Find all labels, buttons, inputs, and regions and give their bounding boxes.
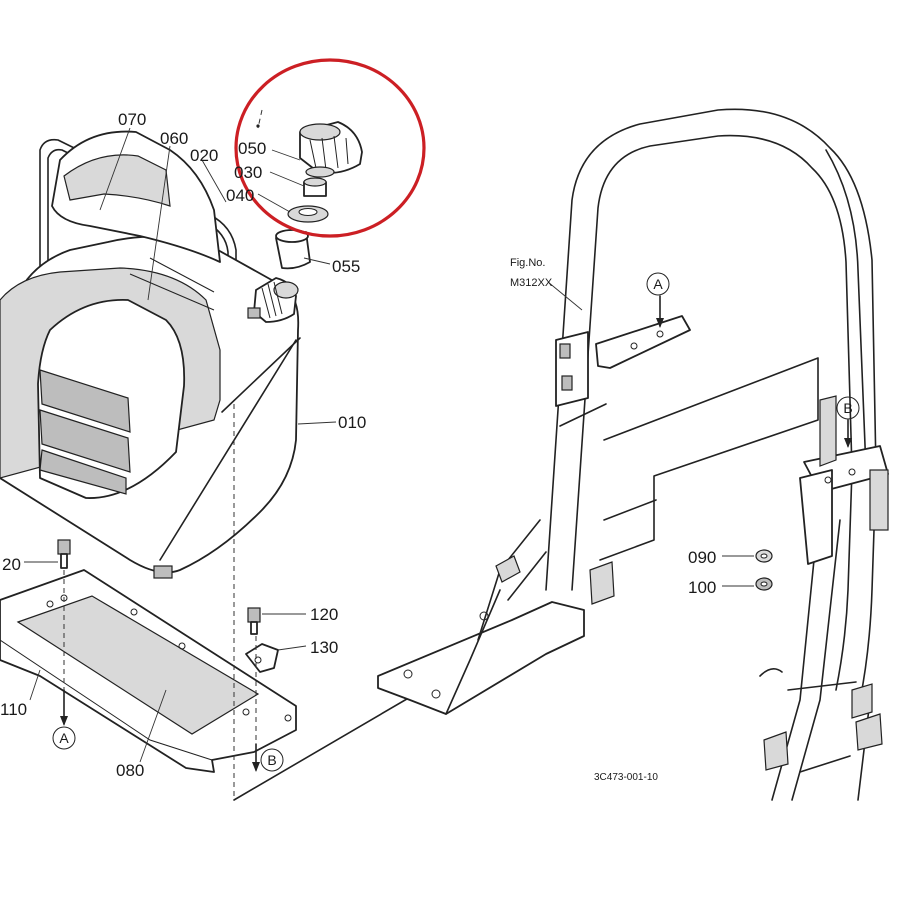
- figure-reference: Fig.No. M312XX: [510, 257, 553, 289]
- label-070: 070: [118, 110, 146, 129]
- strainer: [275, 229, 311, 270]
- fuel-tank-assembly: [0, 130, 311, 579]
- label-20: 20: [2, 555, 21, 574]
- svg-text:M312XX: M312XX: [510, 277, 553, 289]
- label-120: 120: [310, 605, 338, 624]
- label-090: 090: [688, 548, 716, 567]
- spacer-030: [303, 177, 327, 197]
- leader-lines: [24, 127, 754, 763]
- nut-100: [755, 577, 773, 591]
- filler-neck: [247, 277, 299, 323]
- clip-130: [245, 643, 279, 673]
- svg-text:B: B: [267, 752, 276, 768]
- fuel-cap-parts: [256, 109, 363, 223]
- red-highlight-circle: [234, 58, 426, 238]
- svg-text:A: A: [653, 276, 663, 292]
- ref-markers: A B A B: [52, 272, 860, 772]
- fuel-cap: [299, 121, 363, 174]
- label-050: 050: [238, 139, 266, 158]
- label-055: 055: [332, 257, 360, 276]
- label-020: 020: [190, 146, 218, 165]
- part-labels: 070 060 020 050 030 040 055 010 20 110 0…: [0, 110, 716, 780]
- rollbar-frame: [377, 108, 889, 801]
- label-130: 130: [310, 638, 338, 657]
- svg-text:A: A: [59, 730, 69, 746]
- bolt-20: [57, 539, 71, 569]
- label-030: 030: [234, 163, 262, 182]
- label-010: 010: [338, 413, 366, 432]
- label-110: 110: [0, 700, 27, 719]
- bolt-120: [247, 607, 261, 635]
- label-040: 040: [226, 186, 254, 205]
- label-100: 100: [688, 578, 716, 597]
- label-060: 060: [160, 129, 188, 148]
- ring-040: [287, 205, 329, 223]
- ref-marker-a-plate: A: [52, 726, 76, 750]
- svg-text:B: B: [843, 400, 852, 416]
- gasket-050: [305, 166, 335, 178]
- nut-090: [755, 549, 773, 563]
- ref-marker-a-frame: A: [646, 272, 670, 296]
- label-080: 080: [116, 761, 144, 780]
- drawing-code: 3C473-001-10: [594, 772, 658, 783]
- base-plate-assembly: [0, 539, 297, 773]
- ref-marker-b-frame: B: [836, 396, 860, 420]
- ref-marker-b-plate: B: [260, 748, 284, 772]
- svg-text:Fig.No.: Fig.No.: [510, 257, 545, 269]
